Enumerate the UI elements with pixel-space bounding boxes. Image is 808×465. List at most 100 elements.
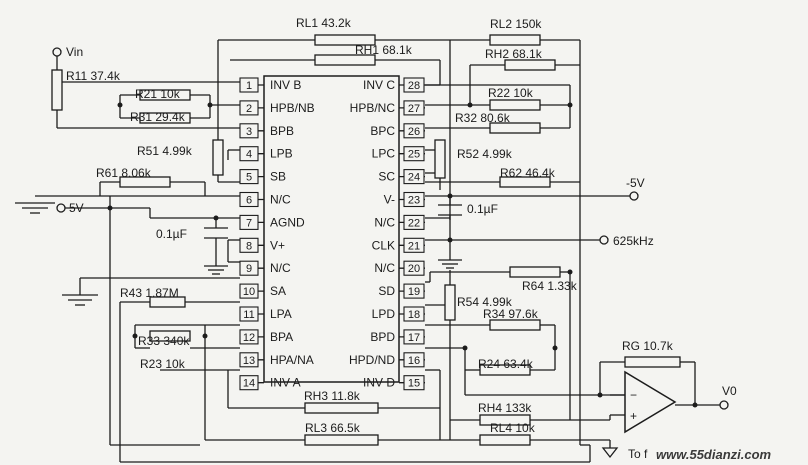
pin-name: BPD: [370, 330, 395, 344]
terminal-neg5v: [629, 191, 639, 201]
resistor-r33: [149, 330, 191, 342]
ic-body: [263, 75, 400, 383]
terminal-pos5v: [56, 203, 66, 213]
label-r22: R22 10k: [488, 86, 534, 100]
label-rl3: RL3 66.5k: [305, 421, 361, 435]
pin-number: 2: [246, 103, 252, 115]
resistor-rh1: [314, 54, 376, 66]
opamp-plus-label: +: [630, 409, 637, 423]
opamp-minus-label: −: [630, 388, 637, 402]
watermark-text: www.55dianzi.com: [656, 447, 772, 462]
resistor-rl2: [489, 34, 541, 46]
label-r11: R11 37.4k: [66, 69, 121, 83]
capacitor-left: [204, 227, 228, 239]
label-r24: R24 63.4k: [478, 357, 534, 371]
label-r33: R33 340k: [138, 334, 190, 348]
ic-pin-18: 18 LPD: [372, 306, 425, 322]
pin-name: N/C: [270, 193, 291, 207]
label-r23: R23 10k: [140, 357, 186, 371]
label-rl2: RL2 150k: [490, 17, 542, 31]
pin-number: 23: [408, 195, 420, 207]
resistor-rh2: [504, 59, 556, 71]
label-r62: R62 46.4k: [500, 166, 556, 180]
resistor-r51: [212, 139, 224, 176]
resistor-r64: [509, 266, 561, 278]
resistor-r21: [139, 89, 191, 101]
label-clock: 625kHz: [613, 234, 654, 248]
pin-name: LPD: [372, 307, 396, 321]
pin-name: HPB/NB: [270, 101, 315, 115]
label-r61: R61 8.06k: [96, 166, 152, 180]
pin-name: INV D: [363, 376, 395, 390]
terminal-clock: [599, 235, 609, 245]
pin-number: 18: [408, 309, 420, 321]
pin-number: 20: [408, 263, 420, 275]
resistor-r32: [489, 122, 541, 134]
label-rh1: RH1 68.1k: [355, 43, 413, 57]
label-rh2: RH2 68.1k: [485, 47, 543, 61]
capacitor-right: [438, 204, 462, 216]
resistor-r54: [444, 284, 456, 321]
resistors: [51, 34, 681, 446]
label-vout: V0: [722, 384, 737, 398]
pin-number: 11: [243, 309, 254, 321]
pin-number: 12: [243, 332, 255, 344]
labels: RL1 43.2k RH1 68.1k RL2 150k RH2 68.1k V…: [66, 16, 772, 462]
pin-name: BPC: [370, 124, 395, 138]
ground-symbol-cap-left: [204, 262, 228, 275]
label-r34: R34 97.6k: [483, 307, 539, 321]
pin-name: HPB/NC: [350, 101, 396, 115]
ground-symbol-cap-right: [438, 259, 462, 269]
label-r21: R21 10k: [135, 87, 181, 101]
resistor-rg: [624, 356, 681, 368]
capacitors: [204, 204, 462, 239]
grounds: [15, 202, 619, 459]
pin-number: 9: [246, 263, 252, 275]
ground-symbol-left-top: [15, 202, 55, 214]
ic-pin-2: 2 HPB/NB: [239, 100, 315, 116]
pin-name: BPA: [270, 330, 293, 344]
label-rh4: RH4 133k: [478, 401, 532, 415]
ic-pin-22: 22N/C: [374, 214, 425, 230]
label-pos5v: 5V: [69, 201, 84, 215]
pin-number: 21: [408, 240, 420, 252]
resistor-r61: [119, 176, 171, 188]
resistor-rl3: [304, 434, 379, 446]
pin-number: 1: [246, 80, 252, 92]
pin-name: INV C: [363, 78, 395, 92]
pin-number: 28: [408, 80, 420, 92]
resistor-rl4: [479, 434, 531, 446]
pin-name: LPA: [270, 307, 292, 321]
opamp-triangle: [624, 370, 677, 434]
terminal-vout: [719, 400, 729, 410]
pin-name: INV B: [270, 78, 301, 92]
resistor-rl1: [314, 34, 376, 46]
label-neg5v: -5V: [626, 176, 645, 190]
ic-pin-11: 11 LPA: [239, 306, 292, 322]
pin-number: 25: [408, 149, 420, 161]
resistor-r52: [434, 139, 446, 179]
pin-name: V-: [384, 193, 395, 207]
pin-name: SA: [270, 284, 286, 298]
resistor-r62: [499, 176, 551, 188]
label-rl1: RL1 43.2k: [296, 16, 352, 30]
resistor-r31: [139, 112, 191, 124]
label-cap-left: 0.1µF: [156, 227, 187, 241]
ic-pin-1: 1 INV B: [239, 77, 301, 93]
